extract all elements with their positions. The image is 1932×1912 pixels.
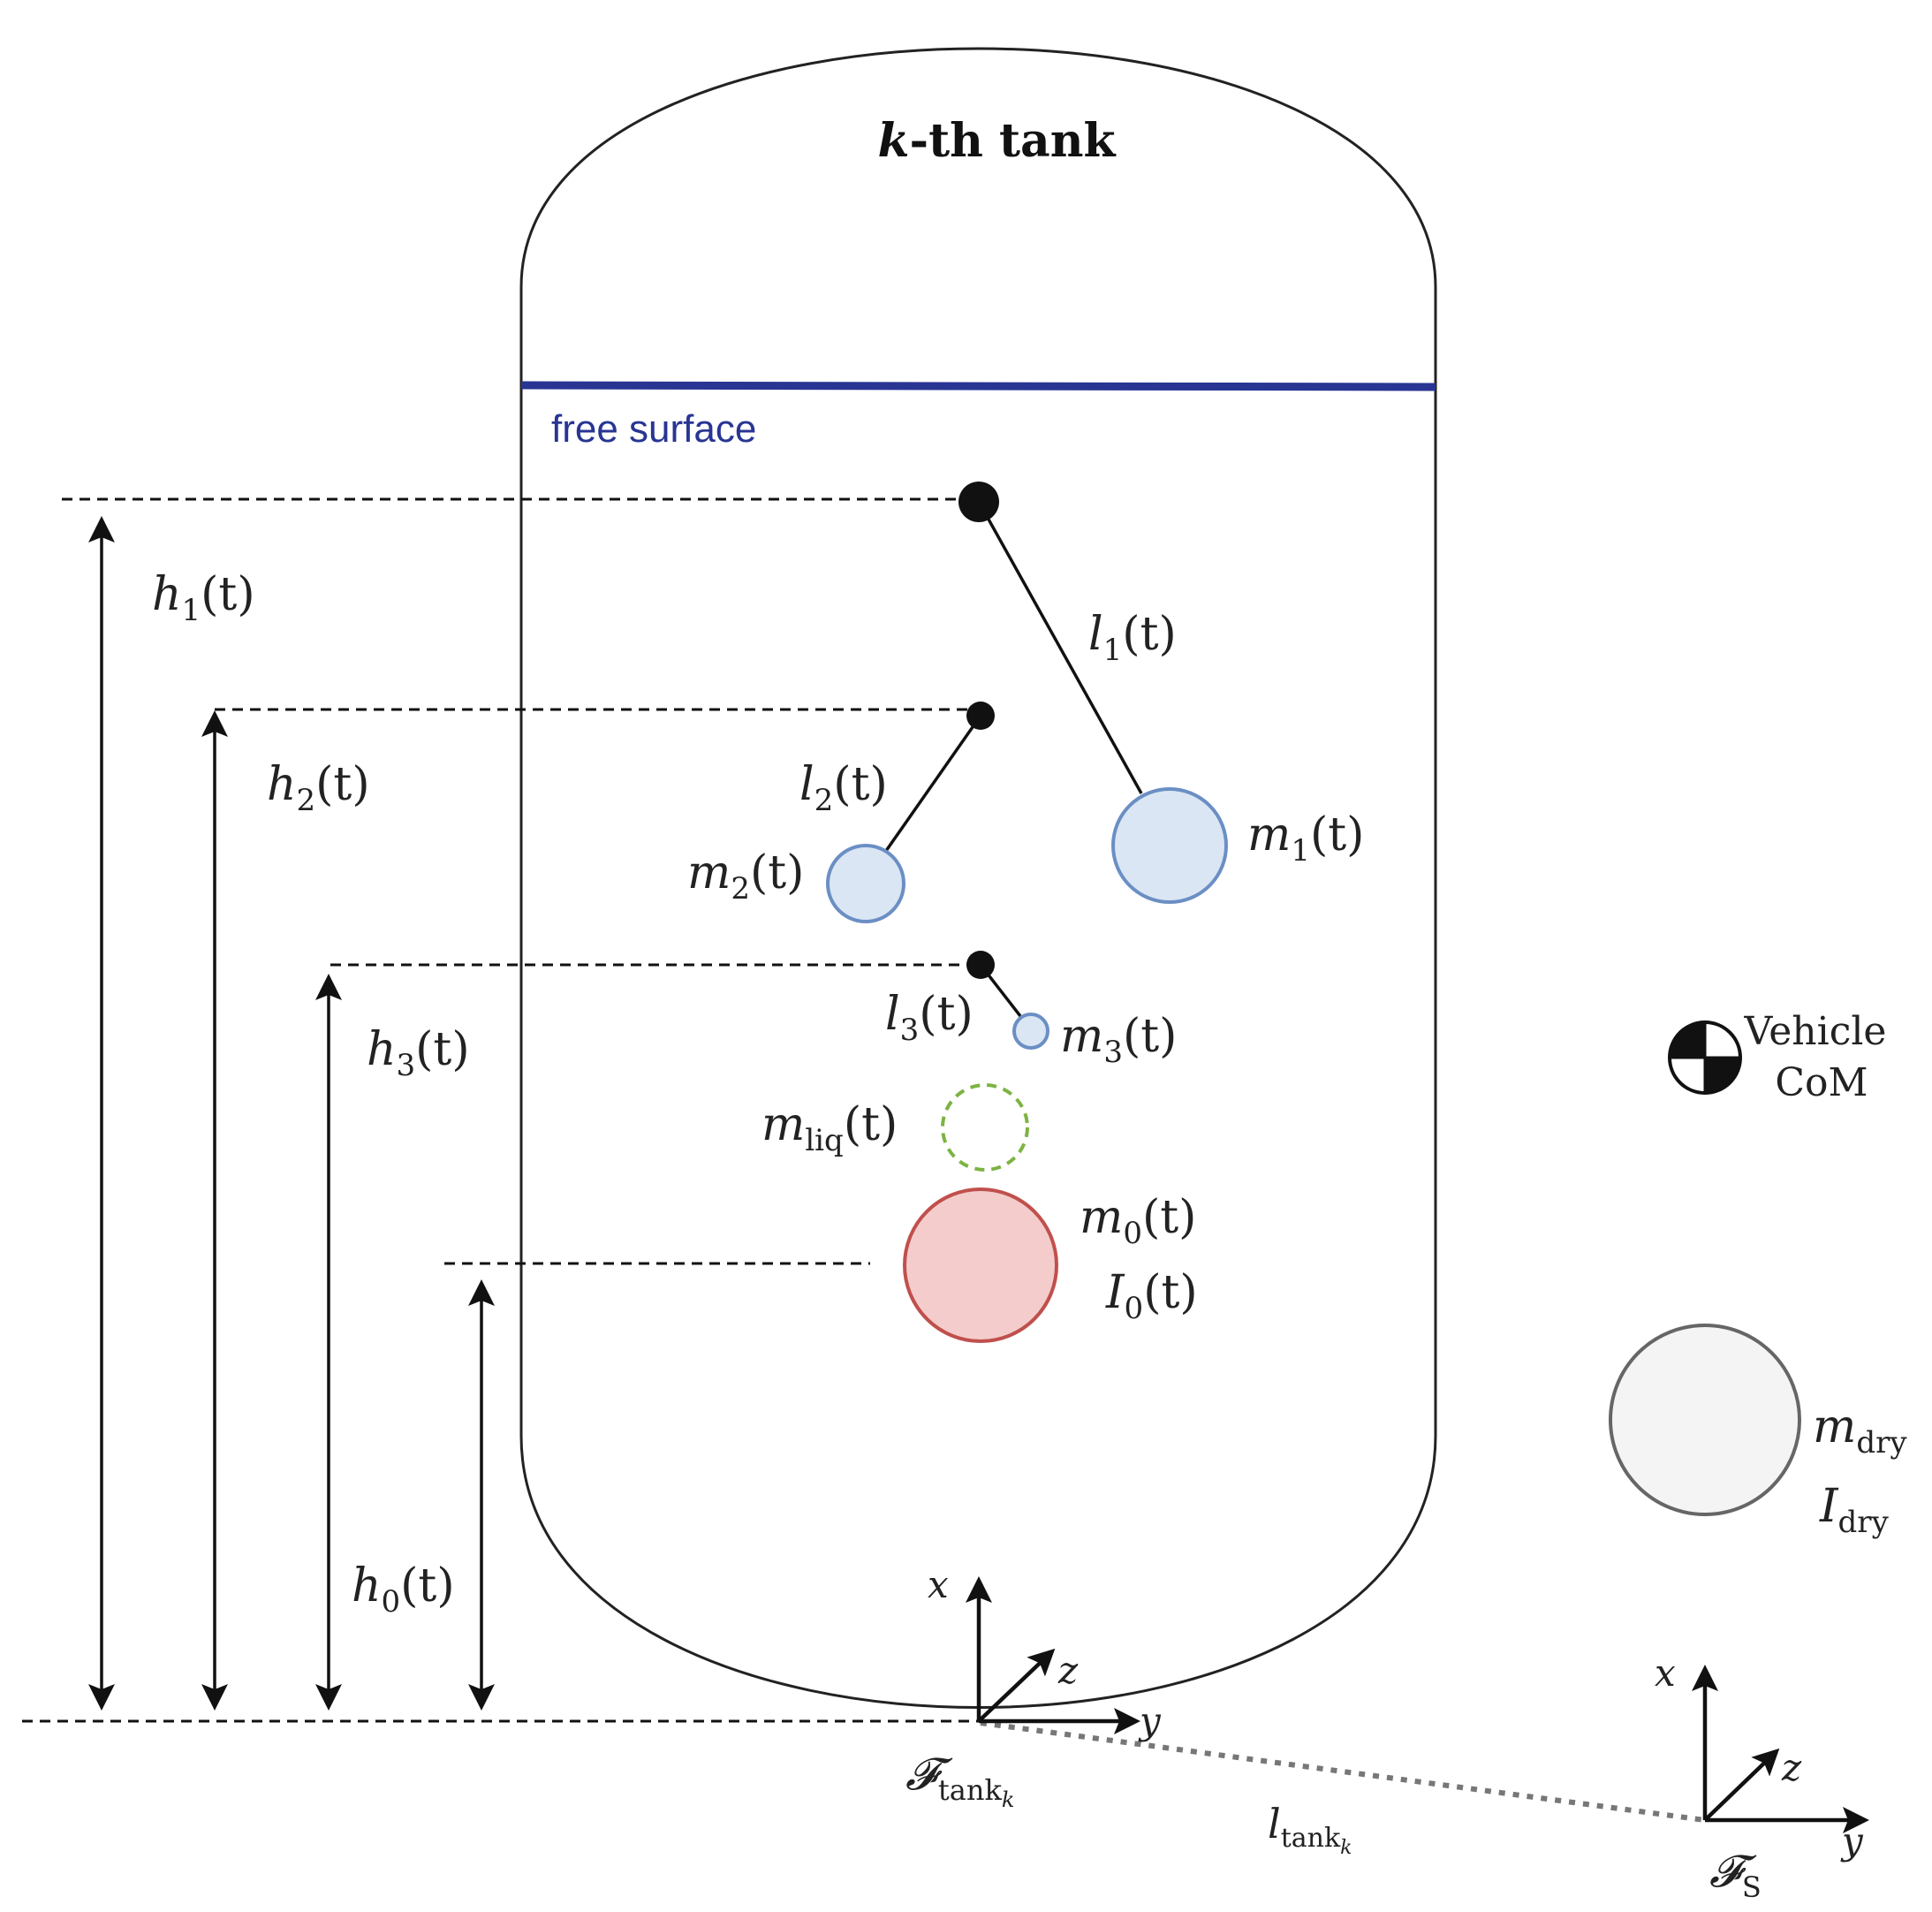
tank-offset-line: [980, 1720, 1706, 1823]
dry-mass: [1609, 1324, 1801, 1516]
h2-label: h2(t): [267, 758, 370, 818]
tank-title: k-th tank: [877, 114, 1116, 168]
mliq-label: mliq(t): [761, 1098, 898, 1158]
m0-label: m0(t): [1080, 1191, 1196, 1251]
vehicle-com-icon: [1668, 1020, 1742, 1095]
l2-label: l2(t): [799, 758, 888, 818]
l3-label: l3(t): [885, 988, 974, 1048]
l1-label: l1(t): [1088, 608, 1177, 668]
body-frame-label: 𝓕S: [1709, 1846, 1762, 1904]
body-frame-z-axis: [1703, 1748, 1780, 1822]
mdry-label: mdry: [1813, 1400, 1907, 1461]
m2-label: m2(t): [687, 846, 804, 907]
pendulum-2-hinge: [966, 702, 995, 730]
slosh-mass-1: [1111, 787, 1228, 904]
slosh-mass-3: [1012, 1013, 1049, 1050]
body-frame: x y z 𝓕S: [1655, 1651, 1869, 1904]
tank-frame-label: 𝓕tankk: [905, 1749, 1014, 1812]
vehicle-com-label: Vehicle CoM: [1744, 1009, 1899, 1105]
body-frame-z-label: z: [1781, 1746, 1802, 1789]
tank-frame: x y z 𝓕tankk: [905, 1563, 1162, 1812]
body-frame-y-label: y: [1840, 1819, 1864, 1863]
I0-label: I0(t): [1105, 1266, 1198, 1326]
pendulum-2-rod: [884, 714, 982, 853]
tank-frame-z-axis: [977, 1648, 1056, 1723]
tank-frame-x-label: x: [928, 1563, 949, 1606]
tank-offset-label: ltankk: [1268, 1800, 1352, 1859]
h3-label: h3(t): [367, 1023, 470, 1083]
liquid-mass: [941, 1083, 1029, 1172]
tank-frame-y-label: y: [1138, 1699, 1162, 1742]
h1-label: h1(t): [152, 568, 255, 628]
m1-label: m1(t): [1247, 808, 1364, 869]
body-frame-x-label: x: [1655, 1651, 1676, 1695]
pendulum-1-hinge: [958, 482, 999, 522]
rigid-mass-0: [903, 1187, 1058, 1343]
Idry-label: Idry: [1819, 1480, 1890, 1540]
tank-outline: [519, 47, 1437, 1709]
pendulum-3-hinge: [966, 951, 995, 979]
free-surface-label: free surface: [551, 407, 756, 451]
slosh-mass-2: [826, 844, 905, 923]
tank-frame-z-label: z: [1057, 1649, 1079, 1692]
pendulum-1-rod: [977, 501, 1143, 794]
m3-label: m3(t): [1060, 1010, 1177, 1070]
free-surface-line: [520, 381, 1436, 391]
h0-label: h0(t): [352, 1559, 455, 1620]
